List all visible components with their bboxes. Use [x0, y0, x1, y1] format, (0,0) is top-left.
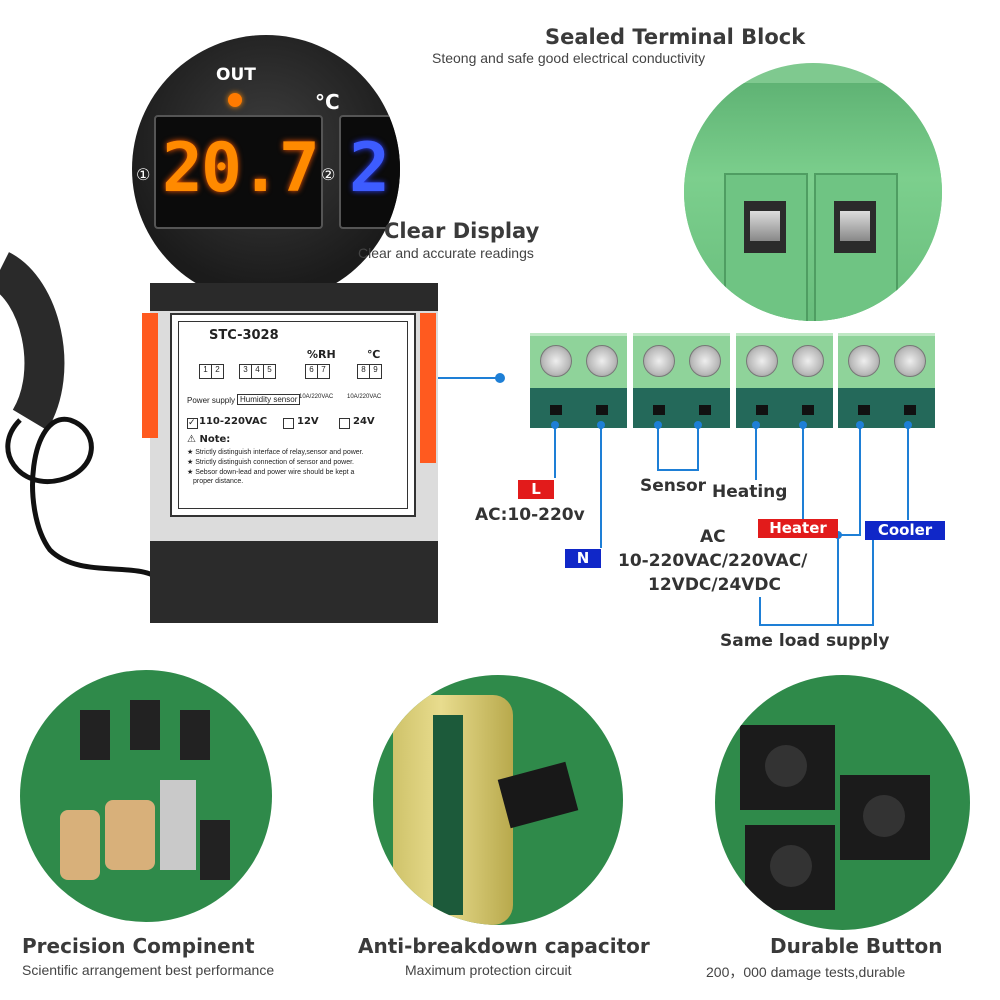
- sensor-cable: [0, 252, 162, 582]
- capacitor-title: Anti-breakdown capacitor: [358, 934, 650, 958]
- display-subtitle: Clear and accurate readings: [358, 245, 534, 261]
- note-3: ★ Sebsor down-lead and power wire should…: [187, 469, 355, 476]
- terminal-hole-right: [834, 201, 876, 253]
- terminal-closeup: [684, 63, 942, 321]
- voltage-option-2: 12V: [297, 416, 319, 427]
- same-load-label: Same load supply: [720, 631, 890, 651]
- thermostat-controller: STC-3028 %RH ℃ 1 2 3 4 5 6 7 8 9 Power s…: [142, 283, 438, 623]
- button-title: Durable Button: [770, 934, 943, 958]
- controller-front: [150, 283, 438, 311]
- c-label: ℃: [367, 348, 381, 361]
- power-supply-label: Power supply: [187, 396, 236, 405]
- note-3-text: Sebsor down-lead and power wire should b…: [195, 469, 355, 476]
- primary-screen: 20.7: [154, 115, 323, 229]
- tag-N: N: [565, 549, 601, 568]
- terminal-title: Sealed Terminal Block: [545, 25, 806, 49]
- controller-bottom: [150, 541, 438, 623]
- clip-right: [420, 313, 436, 463]
- display-closeup: OUT °C ① 20.7 ② 2: [132, 35, 400, 303]
- relay-rating-1: 10A/220VAC: [299, 394, 334, 400]
- terminal-block-power: [530, 333, 627, 428]
- marker-1: ①: [136, 165, 151, 184]
- voltage-option-1: 110-220VAC: [199, 416, 268, 427]
- capacitor-subtitle: Maximum protection circuit: [405, 962, 572, 978]
- screw: [894, 345, 926, 377]
- tag-L: L: [518, 480, 554, 499]
- screw: [643, 345, 675, 377]
- note-heading: ⚠ Note:: [187, 434, 230, 445]
- secondary-screen: 2: [339, 115, 400, 229]
- checkbox-24v: [339, 418, 350, 429]
- note-1: ★ Strictly distinguish interface of rela…: [187, 449, 364, 456]
- model-label: STC-3028: [209, 328, 279, 343]
- screw: [792, 345, 824, 377]
- display-title: Clear Display: [384, 219, 540, 243]
- terminal-block-sensor: [633, 333, 730, 428]
- terminal-hole-left: [744, 201, 786, 253]
- relay-rating-2: 10A/220VAC: [347, 394, 382, 400]
- primary-reading: 20.7: [162, 129, 320, 208]
- terminal-subtitle: Steong and safe good electrical conducti…: [432, 50, 706, 66]
- ac-label: AC: [700, 527, 726, 547]
- ac-supply-label: AC:10-220v: [475, 505, 585, 525]
- checkbox-12v: [283, 418, 294, 429]
- note-2-text: Strictly distinguish connection of senso…: [195, 459, 354, 466]
- terminal-5: 5: [263, 364, 276, 379]
- out-label: OUT: [216, 65, 256, 85]
- tag-heater: Heater: [758, 519, 838, 538]
- secondary-reading: 2: [349, 129, 390, 208]
- note-label: Note:: [199, 434, 231, 445]
- terminal-block-cooling: [838, 333, 935, 428]
- button-subtitle: 200，000 damage tests,durable: [706, 964, 906, 980]
- screw: [586, 345, 618, 377]
- warning-icon: ⚠: [187, 434, 196, 445]
- note-1-text: Strictly distinguish interface of relay,…: [195, 449, 364, 456]
- terminal-2: 2: [211, 364, 224, 379]
- screw: [848, 345, 880, 377]
- terminal-block-heating: [736, 333, 833, 428]
- terminal-7: 7: [317, 364, 330, 379]
- screw: [689, 345, 721, 377]
- clip-left: [142, 313, 158, 438]
- capacitor-closeup: [373, 675, 623, 925]
- precision-component-closeup: [20, 670, 272, 922]
- marker-2: ②: [321, 165, 336, 184]
- screw: [746, 345, 778, 377]
- voltage-options: ✓ 110-220VAC 12V 24V: [187, 416, 407, 430]
- precision-subtitle: Scientific arrangement best performance: [22, 962, 275, 978]
- sensor-label: Sensor: [640, 476, 707, 496]
- button-closeup: [715, 675, 970, 930]
- unit-label: °C: [315, 90, 340, 114]
- rh-label: %RH: [307, 348, 336, 361]
- note-4-text: proper distance.: [193, 478, 244, 485]
- out-led: [228, 93, 242, 107]
- note-4: proper distance.: [193, 478, 243, 485]
- wiring-label: STC-3028 %RH ℃ 1 2 3 4 5 6 7 8 9 Power s…: [170, 313, 416, 517]
- load-voltage-1: 10-220VAC/220VAC/: [618, 551, 808, 571]
- checkbox-110-220: ✓: [187, 418, 198, 429]
- tag-cooler: Cooler: [865, 521, 945, 540]
- heating-label: Heating: [712, 482, 788, 502]
- terminal-row: 1 2 3 4 5 6 7 8 9: [199, 364, 399, 386]
- screw: [540, 345, 572, 377]
- terminal-cap-right: [814, 173, 898, 321]
- note-2: ★ Strictly distinguish connection of sen…: [187, 459, 354, 466]
- humidity-sensor-label: Humidity sensor: [237, 394, 301, 405]
- precision-title: Precision Compinent: [22, 934, 255, 958]
- terminal-9: 9: [369, 364, 382, 379]
- voltage-option-3: 24V: [353, 416, 375, 427]
- load-voltage-2: 12VDC/24VDC: [648, 575, 782, 595]
